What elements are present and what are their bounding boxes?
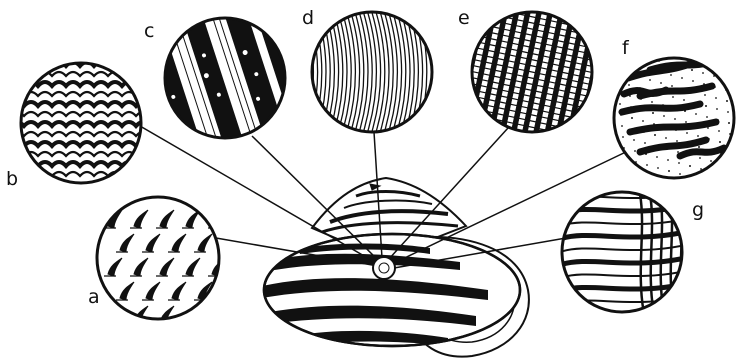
label-e: e <box>458 7 470 29</box>
detail-circle-g <box>560 192 690 314</box>
detail-circle-f <box>614 58 734 178</box>
label-b: b <box>6 168 18 190</box>
label-f: f <box>622 37 630 59</box>
detail-circle-b <box>10 62 164 183</box>
focus-point <box>373 257 395 279</box>
detail-circle-d <box>299 8 432 136</box>
label-d: d <box>302 7 314 29</box>
detail-circle-a <box>97 197 238 324</box>
label-g: g <box>692 199 704 221</box>
detail-circle-e <box>462 0 602 149</box>
label-c: c <box>144 20 154 42</box>
label-a: a <box>88 286 100 308</box>
shell-spire <box>312 178 466 240</box>
